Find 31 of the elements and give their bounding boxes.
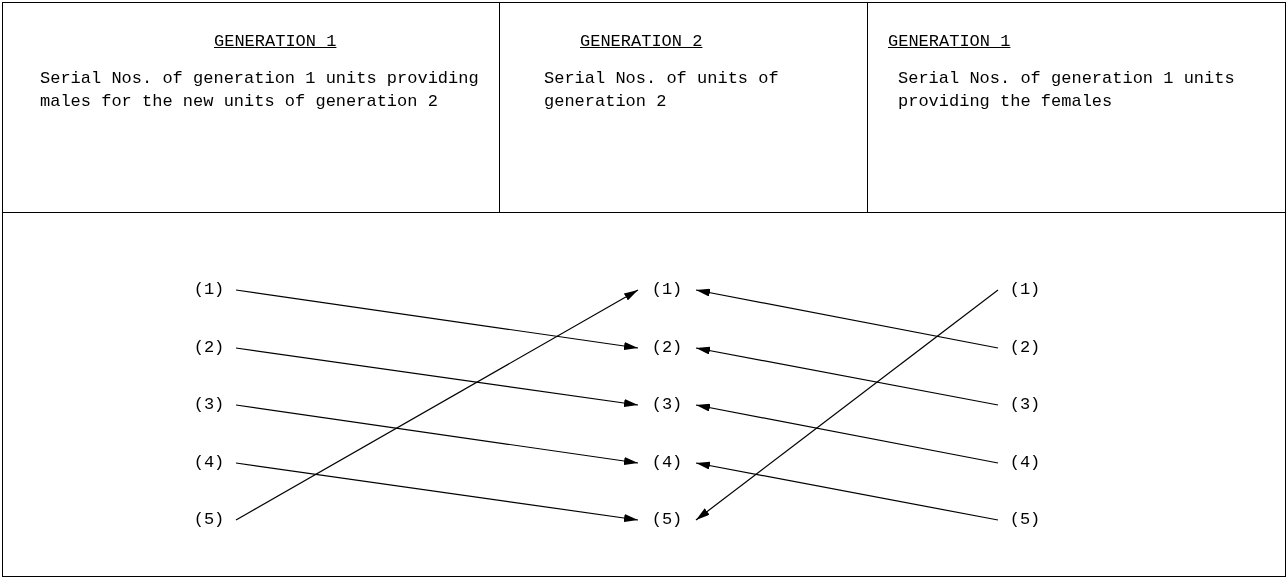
- serial-number: (5): [651, 509, 683, 532]
- serial-number: (2): [193, 337, 225, 360]
- arrow: [695, 403, 999, 464]
- serial-number: (5): [193, 509, 225, 532]
- serial-number: (4): [193, 452, 225, 475]
- arrow: [235, 347, 639, 407]
- serial-number: (3): [651, 394, 683, 417]
- serial-number: (3): [193, 394, 225, 417]
- serial-number: (4): [651, 452, 683, 475]
- serial-number: (4): [1009, 452, 1041, 475]
- arrow: [695, 289, 999, 521]
- arrow: [235, 462, 639, 522]
- serial-number: (5): [1009, 509, 1041, 532]
- serial-number: (1): [1009, 279, 1041, 302]
- column-heading: GENERATION 2: [580, 31, 703, 53]
- column-description: Serial Nos. of units of generation 2: [544, 68, 780, 113]
- column-description: Serial Nos. of generation 1 units providing the females: [898, 68, 1236, 113]
- serial-number: (2): [651, 337, 683, 360]
- serial-number: (1): [193, 279, 225, 302]
- serial-number: (1): [651, 279, 683, 302]
- arrow: [235, 289, 639, 521]
- arrow: [695, 288, 999, 349]
- arrow: [235, 289, 639, 350]
- column-description: Serial Nos. of generation 1 units providing males for the new units of generation 2: [40, 68, 480, 113]
- arrow: [695, 461, 999, 521]
- serial-number: (2): [1009, 337, 1041, 360]
- arrow: [695, 346, 999, 406]
- serial-number: (3): [1009, 394, 1041, 417]
- column-heading: GENERATION 1: [888, 31, 1011, 53]
- column-heading: GENERATION 1: [214, 31, 337, 53]
- arrow: [235, 404, 639, 465]
